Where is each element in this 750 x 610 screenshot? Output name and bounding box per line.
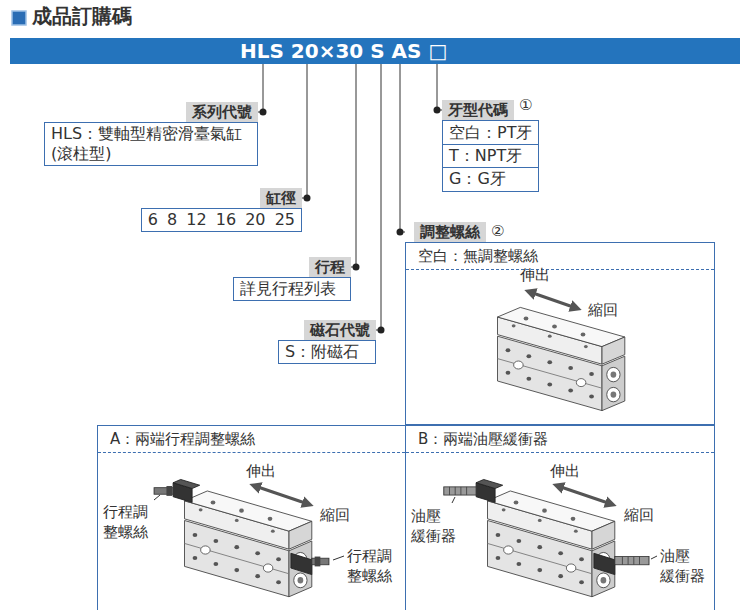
option-box: 磁石代號S：附磁石 bbox=[278, 320, 376, 364]
field-heading: 行程 bbox=[309, 257, 351, 277]
field-heading: 系列代號 bbox=[186, 102, 258, 122]
slide-with-stop-screws bbox=[173, 479, 200, 488]
leader-dot bbox=[378, 327, 385, 334]
option-text: 詳見行程列表 bbox=[240, 279, 344, 299]
motion-label: 縮回 bbox=[624, 505, 654, 525]
order-code: HLS 20×30 S AS □ bbox=[240, 39, 447, 63]
option-text: S：附磁石 bbox=[285, 342, 369, 362]
leader-dot bbox=[353, 264, 360, 271]
panel-heading: A：兩端行程調整螺絲 bbox=[98, 426, 405, 453]
field-heading: 磁石代號 bbox=[304, 320, 376, 340]
slide-with-shock-absorbers bbox=[449, 487, 450, 495]
field-heading: 調整螺絲 bbox=[414, 222, 486, 242]
title-icon bbox=[12, 11, 26, 25]
motion-label: 伸出 bbox=[246, 461, 276, 481]
slide-with-shock-absorbers bbox=[615, 557, 649, 565]
page-title: 成品訂購碼 bbox=[32, 3, 132, 29]
option-panel: 調整螺絲空白：無調整螺絲 bbox=[405, 222, 715, 425]
panel-heading: 空白：無調整螺絲 bbox=[406, 243, 714, 270]
option-box: 系列代號HLS：雙軸型精密滑臺氣缸 (滾柱型) bbox=[44, 102, 258, 166]
slide-with-shock-absorbers bbox=[488, 491, 615, 597]
leader-line bbox=[452, 497, 455, 503]
slide-with-shock-absorbers bbox=[460, 487, 461, 495]
leader-dot bbox=[304, 195, 311, 202]
leader-connector bbox=[302, 64, 307, 198]
slide-with-shock-absorbers bbox=[444, 487, 476, 495]
table-cell: T：NPT牙 bbox=[443, 144, 538, 167]
leader-dot bbox=[397, 229, 404, 236]
part-label: 油壓 緩衝器 bbox=[411, 506, 459, 546]
motion-label: 伸出 bbox=[520, 265, 550, 285]
leader-line bbox=[651, 556, 657, 559]
slide-with-stop-screws bbox=[185, 491, 312, 597]
option-box: 缸徑6 8 12 16 20 25 bbox=[141, 188, 302, 232]
option-box: 行程詳見行程列表 bbox=[233, 257, 351, 301]
leader-dot bbox=[434, 107, 441, 114]
slide-with-shock-absorbers bbox=[476, 479, 503, 488]
option-frame: 空白：PT牙T：NPT牙G：G牙 bbox=[442, 120, 539, 192]
part-label: 行程調 整螺絲 bbox=[347, 546, 395, 586]
part-label: 油壓 緩衝器 bbox=[660, 546, 708, 586]
option-frame: S：附磁石 bbox=[278, 340, 376, 364]
slide-with-shock-absorbers bbox=[444, 479, 649, 596]
slide-with-stop-screws bbox=[315, 557, 321, 567]
option-frame: 6 8 12 16 20 25 bbox=[141, 208, 302, 232]
slide-with-shock-absorbers bbox=[622, 557, 623, 565]
option-frame: 詳見行程列表 bbox=[233, 277, 351, 301]
part-label: 行程調 整螺絲 bbox=[103, 502, 151, 542]
option-text: HLS：雙軸型精密滑臺氣缸 (滾柱型) bbox=[51, 124, 251, 164]
slide-drawing bbox=[498, 307, 625, 410]
code-band: HLS 20×30 S AS □ bbox=[10, 38, 740, 64]
leader-dot bbox=[260, 109, 267, 116]
motion-label: 縮回 bbox=[588, 300, 618, 320]
field-heading: 缸徑 bbox=[260, 188, 302, 208]
slide-with-shock-absorbers bbox=[628, 557, 629, 565]
leader-line bbox=[333, 556, 344, 560]
panel-frame: 空白：無調整螺絲 bbox=[405, 242, 715, 425]
field-heading: 牙型代碼 bbox=[442, 100, 514, 120]
leader-connector bbox=[351, 64, 356, 267]
leader-connector bbox=[258, 64, 263, 112]
option-text: 6 8 12 16 20 25 bbox=[148, 210, 295, 230]
callout-number: ① bbox=[519, 95, 532, 115]
motion-arrow bbox=[530, 292, 576, 308]
motion-arrow bbox=[255, 292, 611, 504]
slide-with-shock-absorbers bbox=[455, 487, 456, 495]
slide-with-shock-absorbers bbox=[633, 557, 634, 565]
leader-line bbox=[154, 495, 160, 500]
callout-number: ② bbox=[491, 221, 504, 241]
panel-heading: B：兩端油壓緩衝器 bbox=[406, 426, 714, 453]
table-cell: 空白：PT牙 bbox=[443, 122, 538, 144]
slide-with-stop-screws bbox=[166, 486, 172, 496]
motion-arrow bbox=[255, 486, 308, 504]
leader-connector bbox=[376, 64, 381, 330]
slide-with-shock-absorbers bbox=[594, 553, 615, 574]
table-cell: G：G牙 bbox=[443, 167, 538, 190]
slide-drawing bbox=[498, 307, 625, 410]
motion-label: 縮回 bbox=[320, 505, 350, 525]
leader-connector bbox=[400, 64, 405, 232]
motion-label: 伸出 bbox=[550, 461, 580, 481]
option-frame: HLS：雙軸型精密滑臺氣缸 (滾柱型) bbox=[44, 122, 258, 166]
slide-with-shock-absorbers bbox=[466, 487, 467, 495]
slide-with-stop-screws bbox=[291, 553, 312, 574]
slide-with-shock-absorbers bbox=[639, 557, 640, 565]
slide-with-stop-screws bbox=[154, 479, 329, 596]
motion-arrow bbox=[558, 486, 611, 504]
